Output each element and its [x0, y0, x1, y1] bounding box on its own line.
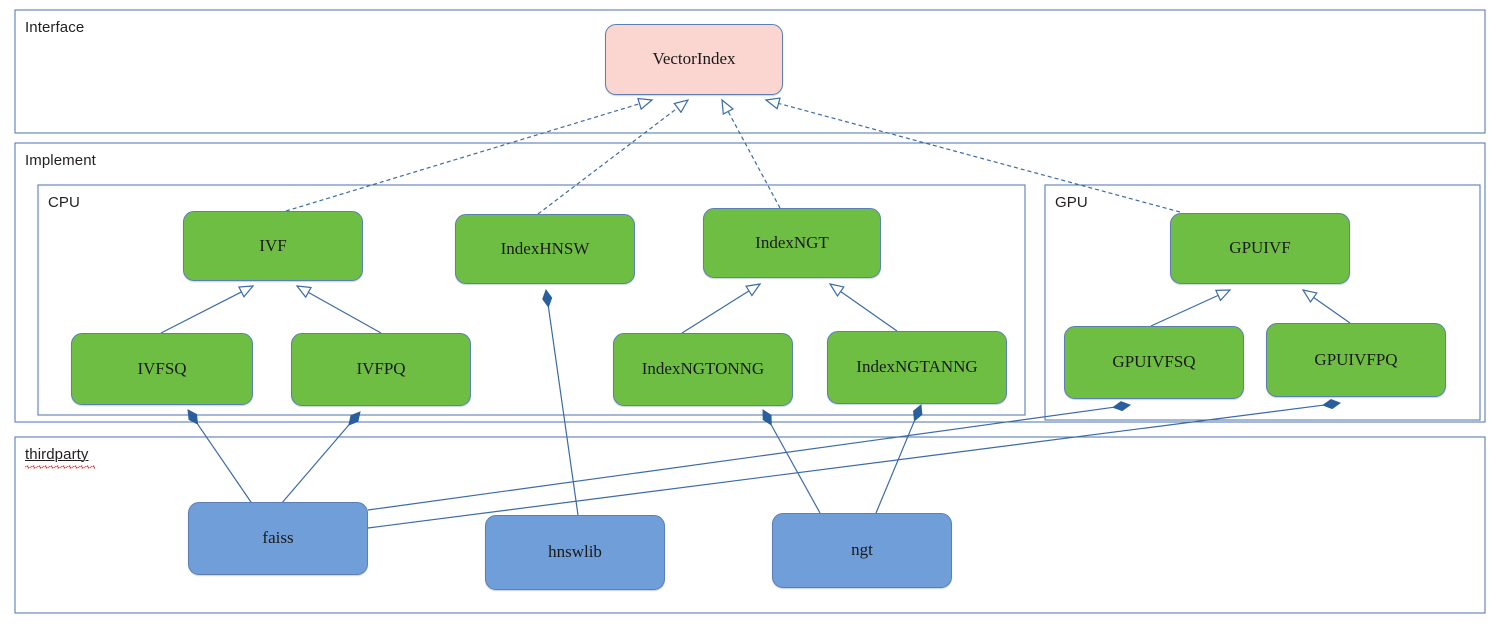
arrowhead-filled-diamond — [1112, 401, 1132, 412]
node-label: VectorIndex — [652, 49, 736, 69]
node-label: GPUIVF — [1229, 238, 1291, 258]
arrowhead-filled-diamond — [542, 288, 553, 308]
node-label: IVF — [259, 235, 287, 255]
node-indexngtonng[interactable]: IndexNGTONNG — [613, 333, 793, 406]
arrowhead-hollow-triangle — [828, 283, 845, 298]
edge-line — [875, 420, 916, 514]
node-vectorindex[interactable]: VectorIndex — [605, 24, 783, 95]
node-gpuivfpq[interactable]: GPUIVFPQ — [1266, 323, 1446, 397]
node-indexngt[interactable]: IndexNGT — [703, 208, 881, 278]
edge-gpuivfsq-to-gpuivf — [1150, 289, 1232, 327]
group-label-gpu: GPU — [1055, 194, 1088, 211]
edge-faiss-to-ivfsq — [187, 409, 254, 506]
group-label-thirdparty: thirdparty — [25, 446, 89, 463]
arrowhead-hollow-triangle — [1301, 289, 1318, 304]
arrowhead-hollow-triangle — [295, 285, 312, 299]
edge-line — [840, 290, 898, 332]
node-hnswlib[interactable]: hnswlib — [485, 515, 665, 590]
spellcheck-underline-thirdparty — [25, 465, 95, 469]
edge-indexngt-to-vectorindex — [721, 98, 781, 209]
arrowhead-filled-diamond — [187, 409, 199, 425]
node-label: IndexHNSW — [500, 238, 590, 258]
node-indexhnsw[interactable]: IndexHNSW — [455, 214, 635, 284]
node-label: faiss — [262, 528, 294, 548]
edge-faiss-to-ivfpq — [280, 411, 361, 505]
edge-faiss-to-gpuivfpq — [367, 399, 1342, 529]
node-faiss[interactable]: faiss — [188, 502, 368, 575]
edge-line — [778, 102, 1181, 213]
edge-gpuivfpq-to-gpuivf — [1301, 289, 1351, 324]
group-label-cpu: CPU — [48, 194, 80, 211]
edge-line — [285, 103, 640, 212]
edge-line — [681, 290, 750, 334]
edge-ivf-to-vectorindex — [285, 97, 654, 212]
edge-line — [367, 404, 1324, 529]
arrowhead-filled-diamond — [762, 409, 772, 426]
node-gpuivf[interactable]: GPUIVF — [1170, 213, 1350, 284]
group-label-implement: Implement — [25, 152, 96, 169]
node-label: hnswlib — [548, 542, 602, 562]
arrowhead-filled-diamond — [348, 411, 361, 426]
arrowhead-hollow-triangle — [237, 285, 255, 298]
node-ivfpq[interactable]: IVFPQ — [291, 333, 471, 406]
node-label: IndexNGT — [755, 232, 829, 252]
arrowhead-hollow-triangle — [764, 97, 781, 110]
arrowhead-hollow-triangle — [1214, 289, 1232, 302]
node-label: ngt — [851, 540, 873, 560]
edge-indexngtonng-to-indexngt — [681, 283, 762, 334]
edge-line — [537, 107, 679, 215]
arrowhead-hollow-triangle — [721, 98, 735, 116]
edge-indexhnsw-to-vectorindex — [537, 99, 690, 215]
edge-line — [547, 306, 579, 516]
node-label: IVFSQ — [137, 358, 187, 378]
node-label: GPUIVFPQ — [1314, 349, 1398, 369]
arrowhead-hollow-triangle — [745, 283, 762, 297]
edge-line — [160, 291, 242, 334]
edge-line — [1313, 296, 1351, 324]
edge-line — [280, 424, 350, 505]
node-gpuivfsq[interactable]: GPUIVFSQ — [1064, 326, 1244, 399]
edge-ivfpq-to-ivf — [295, 285, 382, 334]
node-ivf[interactable]: IVF — [183, 211, 363, 281]
arrowhead-hollow-triangle — [673, 99, 690, 114]
edge-indexngtanng-to-indexngt — [828, 283, 898, 332]
node-indexngtanng[interactable]: IndexNGTANNG — [827, 331, 1007, 404]
edge-hnswlib-to-indexhnsw — [542, 288, 579, 516]
node-ngt[interactable]: ngt — [772, 513, 952, 588]
edge-line — [1150, 294, 1219, 327]
edge-line — [727, 111, 781, 209]
edge-ngt-to-indexngtanng — [875, 404, 923, 514]
node-label: GPUIVFSQ — [1112, 352, 1196, 372]
node-ivfsq[interactable]: IVFSQ — [71, 333, 253, 405]
edge-line — [770, 424, 821, 514]
arrowhead-hollow-triangle — [637, 97, 654, 111]
edge-ivfsq-to-ivf — [160, 285, 255, 334]
group-label-interface: Interface — [25, 19, 85, 36]
node-label: IndexNGTONNG — [641, 359, 765, 379]
arrowhead-filled-diamond — [1322, 399, 1342, 410]
arrowhead-filled-diamond — [913, 404, 923, 422]
edge-faiss-to-gpuivfsq — [367, 401, 1132, 511]
node-label: IVFPQ — [356, 359, 406, 379]
node-label: IndexNGTANNG — [856, 357, 978, 377]
edge-line — [367, 406, 1114, 511]
edge-ngt-to-indexngtonng — [762, 409, 821, 514]
edge-line — [197, 423, 254, 506]
edge-line — [308, 291, 382, 334]
edge-gpuivf-to-vectorindex — [764, 97, 1181, 213]
